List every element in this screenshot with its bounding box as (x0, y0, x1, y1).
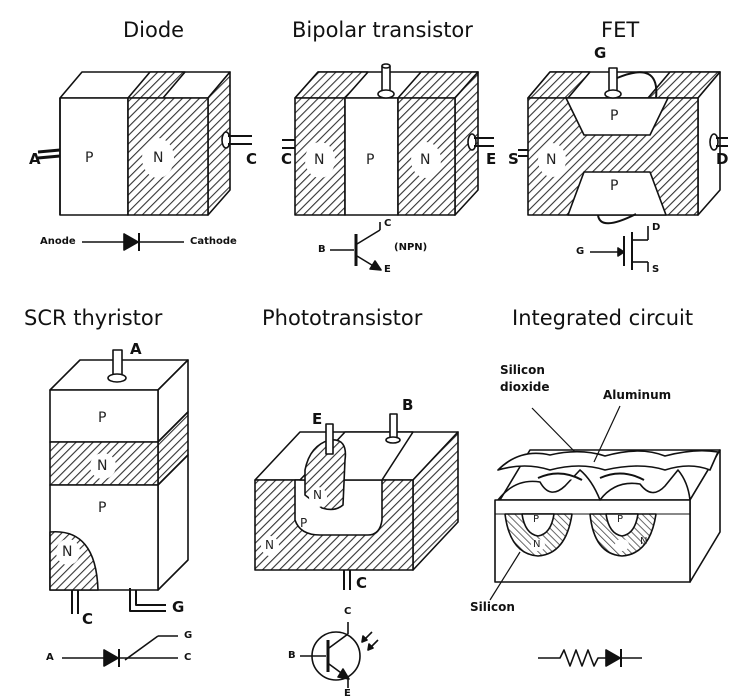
scr-title: SCR thyristor (24, 306, 162, 330)
phototransistor-lead-c: C (356, 574, 367, 592)
phototransistor-region-n-emitter: N (313, 488, 322, 502)
fet-region-p-bottom: P (610, 178, 618, 194)
scr-block (50, 350, 188, 614)
scr-region-p1: P (98, 410, 106, 426)
ic-symbol (538, 649, 642, 667)
phototransistor-lead-b: B (402, 396, 413, 414)
bipolar-lead-c: C (281, 150, 292, 168)
bipolar-symbol-b: B (318, 244, 326, 255)
bipolar-symbol (330, 222, 381, 270)
phototransistor-region-n: N (265, 538, 274, 552)
scr-region-n2: N (62, 544, 72, 560)
ic-region-n2: N (640, 536, 647, 547)
diode-title: Diode (123, 18, 184, 42)
phototransistor-title: Phototransistor (262, 306, 422, 330)
diode-symbol (82, 233, 184, 251)
fet-lead-g: G (594, 44, 606, 62)
scr-lead-c: C (82, 610, 93, 628)
phototransistor-symbol (300, 622, 378, 688)
fet-block (518, 68, 728, 223)
bipolar-symbol-e: E (384, 264, 391, 275)
fet-title: FET (601, 18, 639, 42)
bipolar-symbol-type: (NPN) (394, 242, 427, 253)
fet-lead-d: D (716, 150, 728, 168)
diode-lead-c: C (246, 150, 257, 168)
phototransistor-symbol-c: C (344, 606, 351, 617)
scr-symbol-c: C (184, 652, 191, 663)
fet-region-p-top: P (610, 108, 618, 124)
ic-title: Integrated circuit (512, 306, 693, 330)
bipolar-region-p: P (366, 152, 374, 168)
ic-label-silicon: Silicon (470, 600, 515, 614)
ic-region-p1: P (533, 514, 539, 525)
ic-label-oxide: Silicon dioxide (500, 362, 550, 396)
diode-symbol-cathode: Cathode (190, 236, 237, 247)
ic-region-p2: P (617, 514, 623, 525)
diode-region-p: P (85, 150, 93, 166)
scr-symbol-g: G (184, 630, 192, 641)
bipolar-region-n2: N (420, 152, 430, 168)
diode-symbol-anode: Anode (40, 236, 76, 247)
scr-region-p2: P (98, 500, 106, 516)
fet-symbol-g: G (576, 246, 584, 257)
bipolar-title: Bipolar transistor (292, 18, 473, 42)
bipolar-lead-e: E (486, 150, 496, 168)
diode-block (38, 72, 252, 215)
phototransistor-symbol-e: E (344, 688, 351, 699)
scr-lead-a: A (130, 340, 142, 358)
bipolar-block (282, 64, 494, 215)
ic-region-n1: N (533, 539, 540, 550)
fet-symbol (590, 226, 648, 272)
bipolar-region-n1: N (314, 152, 324, 168)
ic-label-aluminum: Aluminum (603, 388, 671, 402)
bipolar-symbol-c: C (384, 218, 391, 229)
phototransistor-symbol-b: B (288, 650, 296, 661)
fet-lead-s: S (508, 150, 519, 168)
diode-lead-a: A (29, 150, 41, 168)
scr-symbol-a: A (46, 652, 54, 663)
scr-region-n1: N (97, 458, 107, 474)
phototransistor-region-p: P (300, 516, 307, 530)
scr-symbol (62, 636, 178, 667)
fet-symbol-d: D (652, 222, 660, 233)
fet-symbol-s: S (652, 264, 659, 275)
scr-lead-g: G (172, 598, 184, 616)
ic-block (495, 450, 720, 582)
phototransistor-block (255, 414, 458, 590)
fet-region-n: N (546, 152, 556, 168)
phototransistor-lead-e: E (312, 410, 322, 428)
diode-region-n: N (153, 150, 163, 166)
